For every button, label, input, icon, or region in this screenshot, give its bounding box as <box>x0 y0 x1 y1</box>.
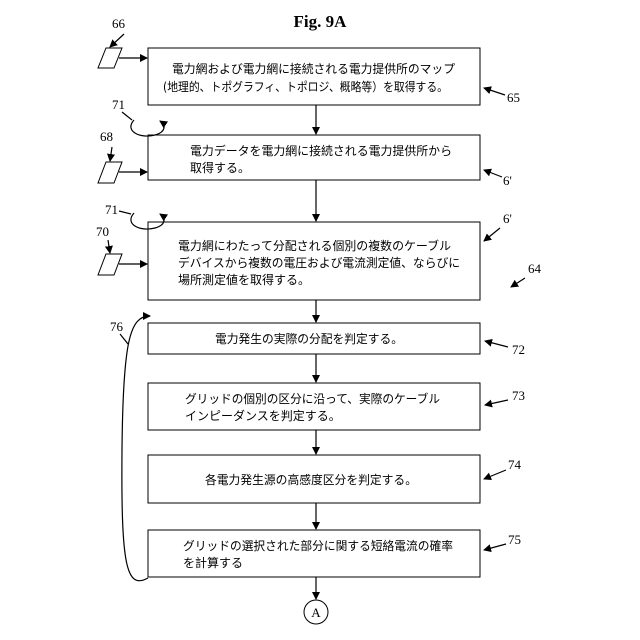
ref-leader-step-5 <box>485 400 508 405</box>
ref-leader-step-3 <box>484 228 500 241</box>
ref-label-step-5: 73 <box>512 388 525 403</box>
ref-label-input-2: 68 <box>100 129 113 144</box>
step-obtain-power-data: 電力データを電力網に接続される電力提供所から 取得する。 <box>148 135 480 180</box>
return-loop-arrow <box>122 316 150 581</box>
loop-curve <box>131 120 164 136</box>
ref-label-step-7: 75 <box>508 532 521 547</box>
step-obtain-measurements: 電力網にわたって分配される個別の複数のケーブル デバイスから複数の電圧および電流… <box>148 222 480 300</box>
step-text-line: を計算する <box>183 555 243 570</box>
parallelogram-shape <box>98 48 122 68</box>
ref-leader-input-2 <box>110 147 112 161</box>
parallelogram-shape <box>98 162 122 183</box>
loop-arrow-1 <box>131 120 164 136</box>
step-text-line: 電力データを電力網に接続される電力提供所から <box>190 143 452 158</box>
ref-label-step-2: 6' <box>503 173 512 188</box>
ref-label-loop-2: 71 <box>105 202 118 217</box>
ref-leader-input-3 <box>108 240 110 253</box>
step-text-line: 取得する。 <box>190 160 250 175</box>
ref-label-overall: 64 <box>528 261 542 276</box>
ref-leader-overall <box>511 278 525 287</box>
step-text-line: 電力発生の実際の分配を判定する。 <box>215 331 403 346</box>
step-text-line: インピーダンスを判定する。 <box>185 408 341 423</box>
ref-leader-step-1 <box>484 88 505 95</box>
data-input-symbol-2 <box>98 162 147 183</box>
step-text-line: グリッドの選択された部分に関する短絡電流の確率 <box>183 538 453 553</box>
loop-arrow-2 <box>131 213 164 229</box>
ref-leader-loop-3 <box>120 334 128 344</box>
ref-leader-loop-1 <box>122 112 132 120</box>
ref-label-step-4: 72 <box>512 342 525 357</box>
data-input-symbol-3 <box>98 254 147 275</box>
ref-label-input-1: 66 <box>112 16 126 31</box>
ref-leader-step-6 <box>484 470 506 479</box>
step-text-line: (地理的、トポグラフィ、トポロジ、概略等）を取得する。 <box>163 79 448 94</box>
step-text-line: 各電力発生源の高感度区分を判定する。 <box>205 472 417 487</box>
step-text-line: グリッドの個別の区分に沿って、実際のケーブル <box>185 391 440 406</box>
ref-leader-step-4 <box>485 341 508 347</box>
step-determine-sensitive-sections: 各電力発生源の高感度区分を判定する。 <box>148 455 480 503</box>
loop-curve <box>122 316 150 581</box>
ref-label-step-3: 6' <box>503 211 512 226</box>
step-text-line: デバイスから複数の電圧および電流測定値、ならびに <box>178 255 460 270</box>
ref-label-input-3: 70 <box>96 224 109 239</box>
step-compute-probability: グリッドの選択された部分に関する短絡電流の確率 を計算する <box>148 530 480 577</box>
step-obtain-grid-map: 電力網および電力網に接続される電力提供所のマップ (地理的、トポグラフィ、トポロ… <box>148 48 480 105</box>
step-determine-impedance: グリッドの個別の区分に沿って、実際のケーブル インピーダンスを判定する。 <box>148 383 480 430</box>
off-page-connector: A <box>304 600 328 624</box>
ref-label-step-1: 65 <box>507 90 520 105</box>
ref-leader-step-2 <box>484 170 502 177</box>
figure-title: Fig. 9A <box>294 12 348 31</box>
ref-leader-input-1 <box>110 34 124 47</box>
ref-label-loop-3: 76 <box>110 319 124 334</box>
step-text-line: 電力網にわたって分配される個別の複数のケーブル <box>178 238 451 253</box>
connector-label: A <box>311 605 321 620</box>
loop-curve <box>131 213 164 229</box>
step-box <box>148 48 480 105</box>
ref-leader-loop-2 <box>119 211 131 214</box>
step-determine-distribution: 電力発生の実際の分配を判定する。 <box>148 323 480 354</box>
ref-label-loop-1: 71 <box>112 97 125 112</box>
parallelogram-shape <box>98 254 122 275</box>
step-text-line: 電力網および電力網に接続される電力提供所のマップ <box>172 61 455 76</box>
step-text-line: 場所測定値を取得する。 <box>178 272 310 287</box>
ref-label-step-6: 74 <box>508 457 522 472</box>
ref-leader-step-7 <box>484 544 506 550</box>
data-input-symbol-1 <box>98 48 147 68</box>
